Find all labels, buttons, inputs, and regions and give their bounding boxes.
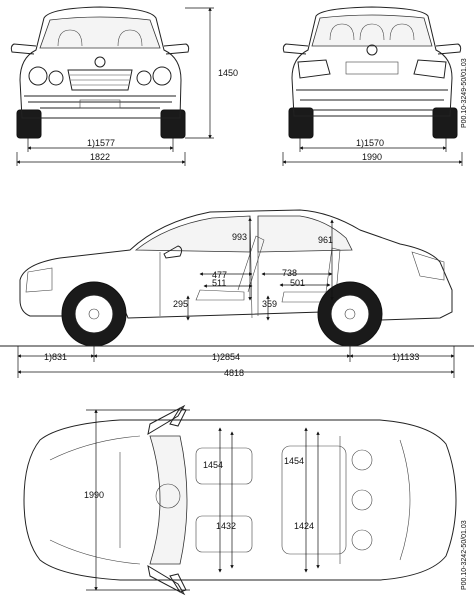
front-body-outline [19,6,182,119]
height-value: 1450 [218,68,238,78]
rear-tail-light-left [297,59,331,79]
rear-body-outline [291,6,453,117]
front-license-plate [79,99,121,109]
front-left-mirror [10,43,37,55]
top-windshield [149,435,188,565]
side-view: 993 961 477 738 511 501 295 359 1)831 1)… [0,209,474,378]
rear-track-value: 1)1570 [356,138,384,148]
front-headlight-left-inner [48,70,64,86]
front-windshield [39,16,161,49]
seat-height-front-value: 295 [173,299,188,309]
wheelbase-value: 1)2854 [212,352,240,362]
front-headlight-left-outer [28,66,48,86]
legroom-rear-value: 738 [282,268,297,278]
front-headlight-right-inner [136,70,152,86]
drawing-code-top: P00.10-3249-50/01.03 [461,58,468,128]
body-width-value: 1822 [90,152,110,162]
rear-bumper [296,89,448,111]
side-front-window [134,215,251,253]
top-steering-wheel [155,483,181,509]
shoulder-front-value: 1454 [203,460,223,470]
front-overhang-value: 1)831 [44,352,67,362]
top-view: 1990 1454 1454 1432 1424 P00.10-3242-50/… [23,404,468,596]
rear-star-emblem-icon [366,44,378,56]
rear-left-tire [288,107,314,139]
headroom-rear-value: 961 [318,235,333,245]
rear-right-tire [432,107,458,139]
shoulder-rear-value: 1454 [284,456,304,466]
front-grille [67,69,133,91]
front-track-value: 1)1577 [87,138,115,148]
front-bumper [24,95,176,109]
rear-right-mirror [435,43,462,55]
rear-window [311,14,433,47]
top-front-right-seat [195,515,253,553]
front-left-tire [16,109,42,139]
top-front-left-door-open [147,404,186,436]
front-headlight-right-outer [152,66,172,86]
front-right-tire [160,109,186,139]
rear-tail-light-right [413,59,447,79]
top-rear-bench [281,445,347,555]
elbow-rear-value: 1424 [294,521,314,531]
seat-depth-rear-value: 501 [290,278,305,288]
drawing-code-bottom: P00.10-3242-50/01.03 [461,520,468,590]
front-right-mirror [163,43,190,55]
headroom-front-value: 993 [232,232,247,242]
side-rear-window [257,215,353,253]
rear-view: 1)1570 1990 P00.10-3249-50/01.03 [282,6,468,166]
rear-license-plate [345,61,399,75]
mirror-width-value: 1990 [362,152,382,162]
rear-left-mirror [282,43,309,55]
top-body-outline [23,419,457,581]
top-front-right-door-open [147,564,186,596]
elbow-front-value: 1432 [216,521,236,531]
front-view: 1450 1)1577 1822 [10,6,238,166]
top-mirror-width-value: 1990 [84,490,104,500]
side-mirror [163,245,183,259]
seat-depth-front-value: 511 [212,278,226,288]
top-front-left-seat [195,447,253,485]
length-value: 4818 [224,368,244,378]
seat-height-rear-value: 359 [262,299,277,309]
legroom-front-value: 477 [212,270,227,280]
rear-overhang-value: 1)1133 [392,352,419,362]
front-star-emblem-icon [94,56,106,68]
